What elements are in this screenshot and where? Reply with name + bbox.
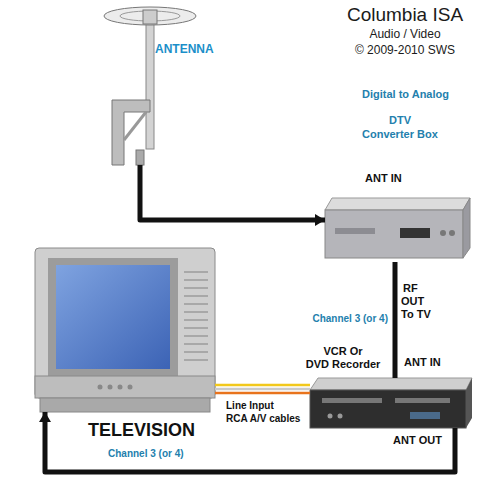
device-label: VCR Or <box>298 345 388 358</box>
port-label: © 2009-2010 SWS <box>335 44 475 58</box>
vcr-drawing <box>310 378 472 428</box>
cable-connector <box>140 165 325 226</box>
device-label: Converter Box <box>362 128 438 141</box>
antenna-drawing <box>104 7 196 165</box>
cable-connector <box>215 385 310 393</box>
device-node: Digital to AnalogDTVConverter Box <box>325 198 470 262</box>
cable-connector <box>395 262 396 378</box>
television-drawing <box>35 248 215 412</box>
cable-line <box>140 165 325 220</box>
device-label: ANTENNA <box>155 43 214 57</box>
device-label: TELEVISION <box>88 420 195 441</box>
cable-line <box>215 392 310 395</box>
port-label: To TV <box>401 308 431 321</box>
cable-line <box>45 412 455 472</box>
port-label: RCA A/V cables <box>226 413 300 425</box>
arrow-head <box>315 214 325 226</box>
device-node: ANTENNA <box>100 5 200 165</box>
port-label: Channel 3 (or 4) <box>108 448 184 460</box>
device-label: Digital to Analog <box>362 88 449 101</box>
converter-box-drawing <box>325 198 470 258</box>
port-label: ANT OUT <box>393 434 442 447</box>
cable-line <box>215 384 310 387</box>
cable-connector <box>39 412 455 472</box>
device-node: VCR OrDVD Recorder <box>310 378 472 428</box>
cable-line <box>215 388 310 391</box>
arrow-head <box>39 412 51 422</box>
port-label: RF <box>403 282 418 295</box>
port-label: OUT <box>401 295 424 308</box>
title-text: Columbia ISA <box>335 4 475 26</box>
port-label: Line Input <box>226 400 274 412</box>
device-label: DVD Recorder <box>298 358 388 371</box>
device-node: TELEVISION <box>35 248 215 412</box>
device-label: DTV <box>380 114 420 127</box>
port-label: Channel 3 (or 4) <box>290 313 388 325</box>
port-label: Audio / Video <box>335 28 475 42</box>
port-label: ANT IN <box>365 172 402 185</box>
port-label: ANT IN <box>404 356 441 369</box>
cable-line <box>393 262 398 378</box>
